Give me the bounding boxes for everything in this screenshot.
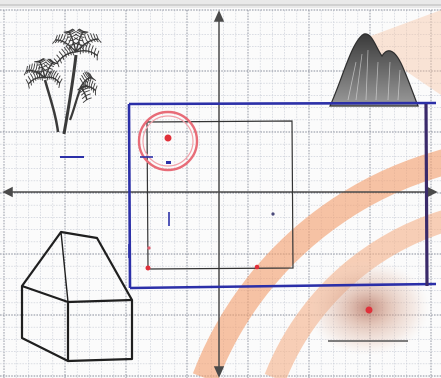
blue-rect-left: [129, 104, 130, 288]
blurred-sun: [306, 260, 430, 356]
red-dot-bottom-left: [146, 266, 151, 271]
red-circle-center-dot: [165, 135, 172, 142]
sun-center-dot: [366, 307, 373, 314]
red-dot-small: [147, 246, 150, 249]
blue-rect-right: [426, 104, 427, 286]
paper-top-edge: [0, 0, 441, 8]
blue-rect-top: [129, 103, 436, 104]
red-circle-blue-mark: [166, 161, 171, 164]
dark-dot-right: [271, 212, 274, 215]
red-dot-bottom-right: [255, 265, 260, 270]
